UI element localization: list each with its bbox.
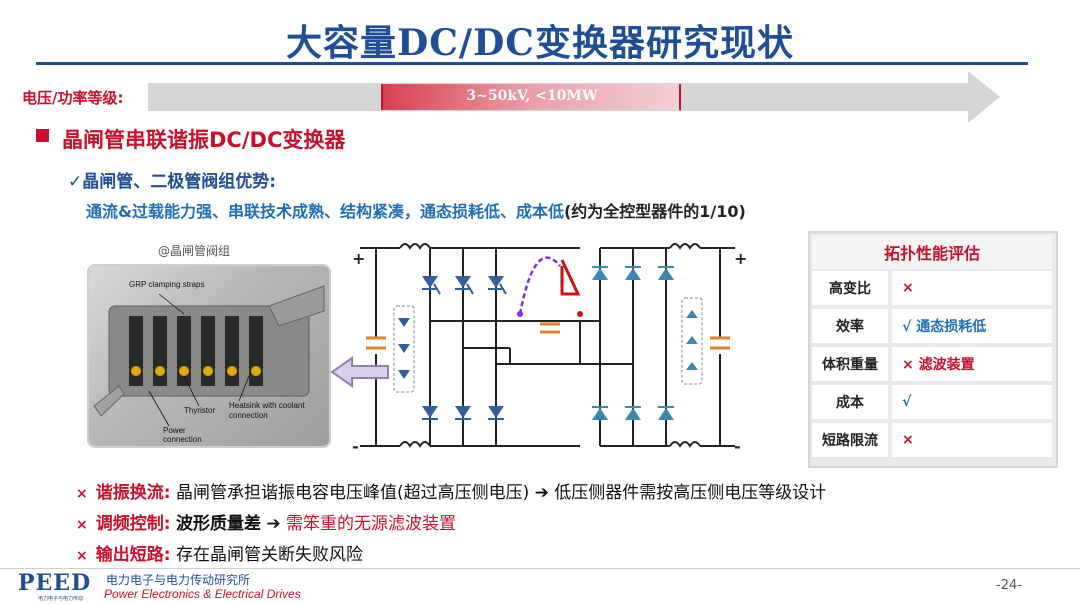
metric-cell: 高变比 [812,271,888,305]
section-bullet-icon [36,129,49,142]
valve-illustration [93,285,325,427]
title-divider [36,62,1028,65]
terminal-minus-left: - [352,437,359,456]
metric-cell: 效率 [812,309,888,343]
table-row: 高变比 × [810,271,1056,307]
terminal-plus-right: + [734,249,747,268]
peed-logo: PEED [18,570,92,596]
voltage-range-label: 3~50kV, <10MW [466,88,598,104]
value-cell: √ [892,385,1052,419]
resonant-voltage-waveform [518,256,561,315]
voltage-level-label: 电压/功率等级: [22,89,124,107]
value-cell: × [892,423,1052,457]
terminal-minus-right: - [734,437,741,456]
cross-icon: × [76,517,88,533]
table-row: 体积重量 × 滤波装置 [810,347,1056,383]
series-thyristor-inset [393,305,415,393]
cross-icon: × [76,486,88,502]
institute-name-en: Power Electronics & Electrical Drives [104,587,301,601]
metric-cell: 成本 [812,385,888,419]
value-cell: √ 通态损耗低 [892,309,1052,343]
page-number: -24- [996,578,1022,593]
advantages-main: 通流&过载能力强、串联技术成熟、结构紧凑，通态损耗低、成本低 [86,202,564,221]
photo-label-heatsink-1: Heatsink with coolant [229,401,305,410]
table-row: 短路限流 × [810,423,1056,459]
photo-caption: @晶闸管阀组 [158,244,231,258]
inductor-bottom-left [399,441,431,448]
cross-icon: × [76,548,88,564]
inductor-top-right [669,243,701,250]
metric-cell: 体积重量 [812,347,888,381]
bullet-output-short-circuit: ×输出短路: 存在晶闸管关断失败风险 [76,545,363,565]
table-header: 拓扑性能评估 [812,235,1052,269]
circuit-diagram: + - + - [330,243,747,456]
thyristor-valve-photo: GRP clamping straps Thyristor Heatsink w… [89,266,329,446]
metric-cell: 短路限流 [812,423,888,457]
table-row: 效率 √ 通态损耗低 [810,309,1056,345]
page-title: 大容量DC/DC变换器研究现状 [286,22,794,64]
bullet-resonant-commutation: ×谐振换流: 晶闸管承担谐振电容电压峰值(超过高压侧电压) ➔ 低压侧器件需按高… [76,483,827,503]
bullet-frequency-control: ×调频控制: 波形质量差 ➔ 需笨重的无源滤波装置 [76,514,457,534]
photo-label-grp: GRP clamping straps [129,280,205,289]
terminal-plus-left: + [352,249,365,268]
advantages-note: (约为全控型器件的1/10) [563,202,746,221]
arrow-icon: ➔ [266,514,281,534]
voltage-level-arrow [148,71,1000,123]
table-row: 成本 √ [810,385,1056,421]
topology-evaluation-table: 拓扑性能评估 高变比 × 效率 √ 通态损耗低 体积重量 × 滤波装置 成本 √… [808,231,1058,468]
inductor-bottom-right [669,441,701,448]
voltage-range-highlight [382,84,680,110]
inductor-top-left [399,243,431,250]
section-title: 晶闸管串联谐振DC/DC变换器 [62,128,346,152]
advantages-text: 通流&过载能力强、串联技术成熟、结构紧凑，通态损耗低、成本低(约为全控型器件的1… [86,198,746,222]
value-cell: × [892,271,1052,305]
logo-subtitle: 电力电子与电力传动 [38,596,84,602]
arrow-icon: ➔ [534,483,549,503]
advantages-title: ✓晶闸管、二极管阀组优势: [68,172,277,192]
resonant-current-waveform [560,259,581,296]
series-diode-inset [681,297,703,385]
diode-group [592,268,674,420]
institute-name-cn: 电力电子与电力传动研究所 [106,573,251,587]
photo-label-power-1: Power [163,426,186,435]
photo-label-heatsink-2: connection [229,411,268,420]
footer-divider [0,568,1080,569]
arrow-to-photo-icon [330,356,389,388]
photo-label-power-2: connection [163,435,202,444]
thyristor-group [422,276,504,418]
photo-label-thyristor: Thyristor [184,406,216,415]
value-cell: × 滤波装置 [892,347,1052,381]
